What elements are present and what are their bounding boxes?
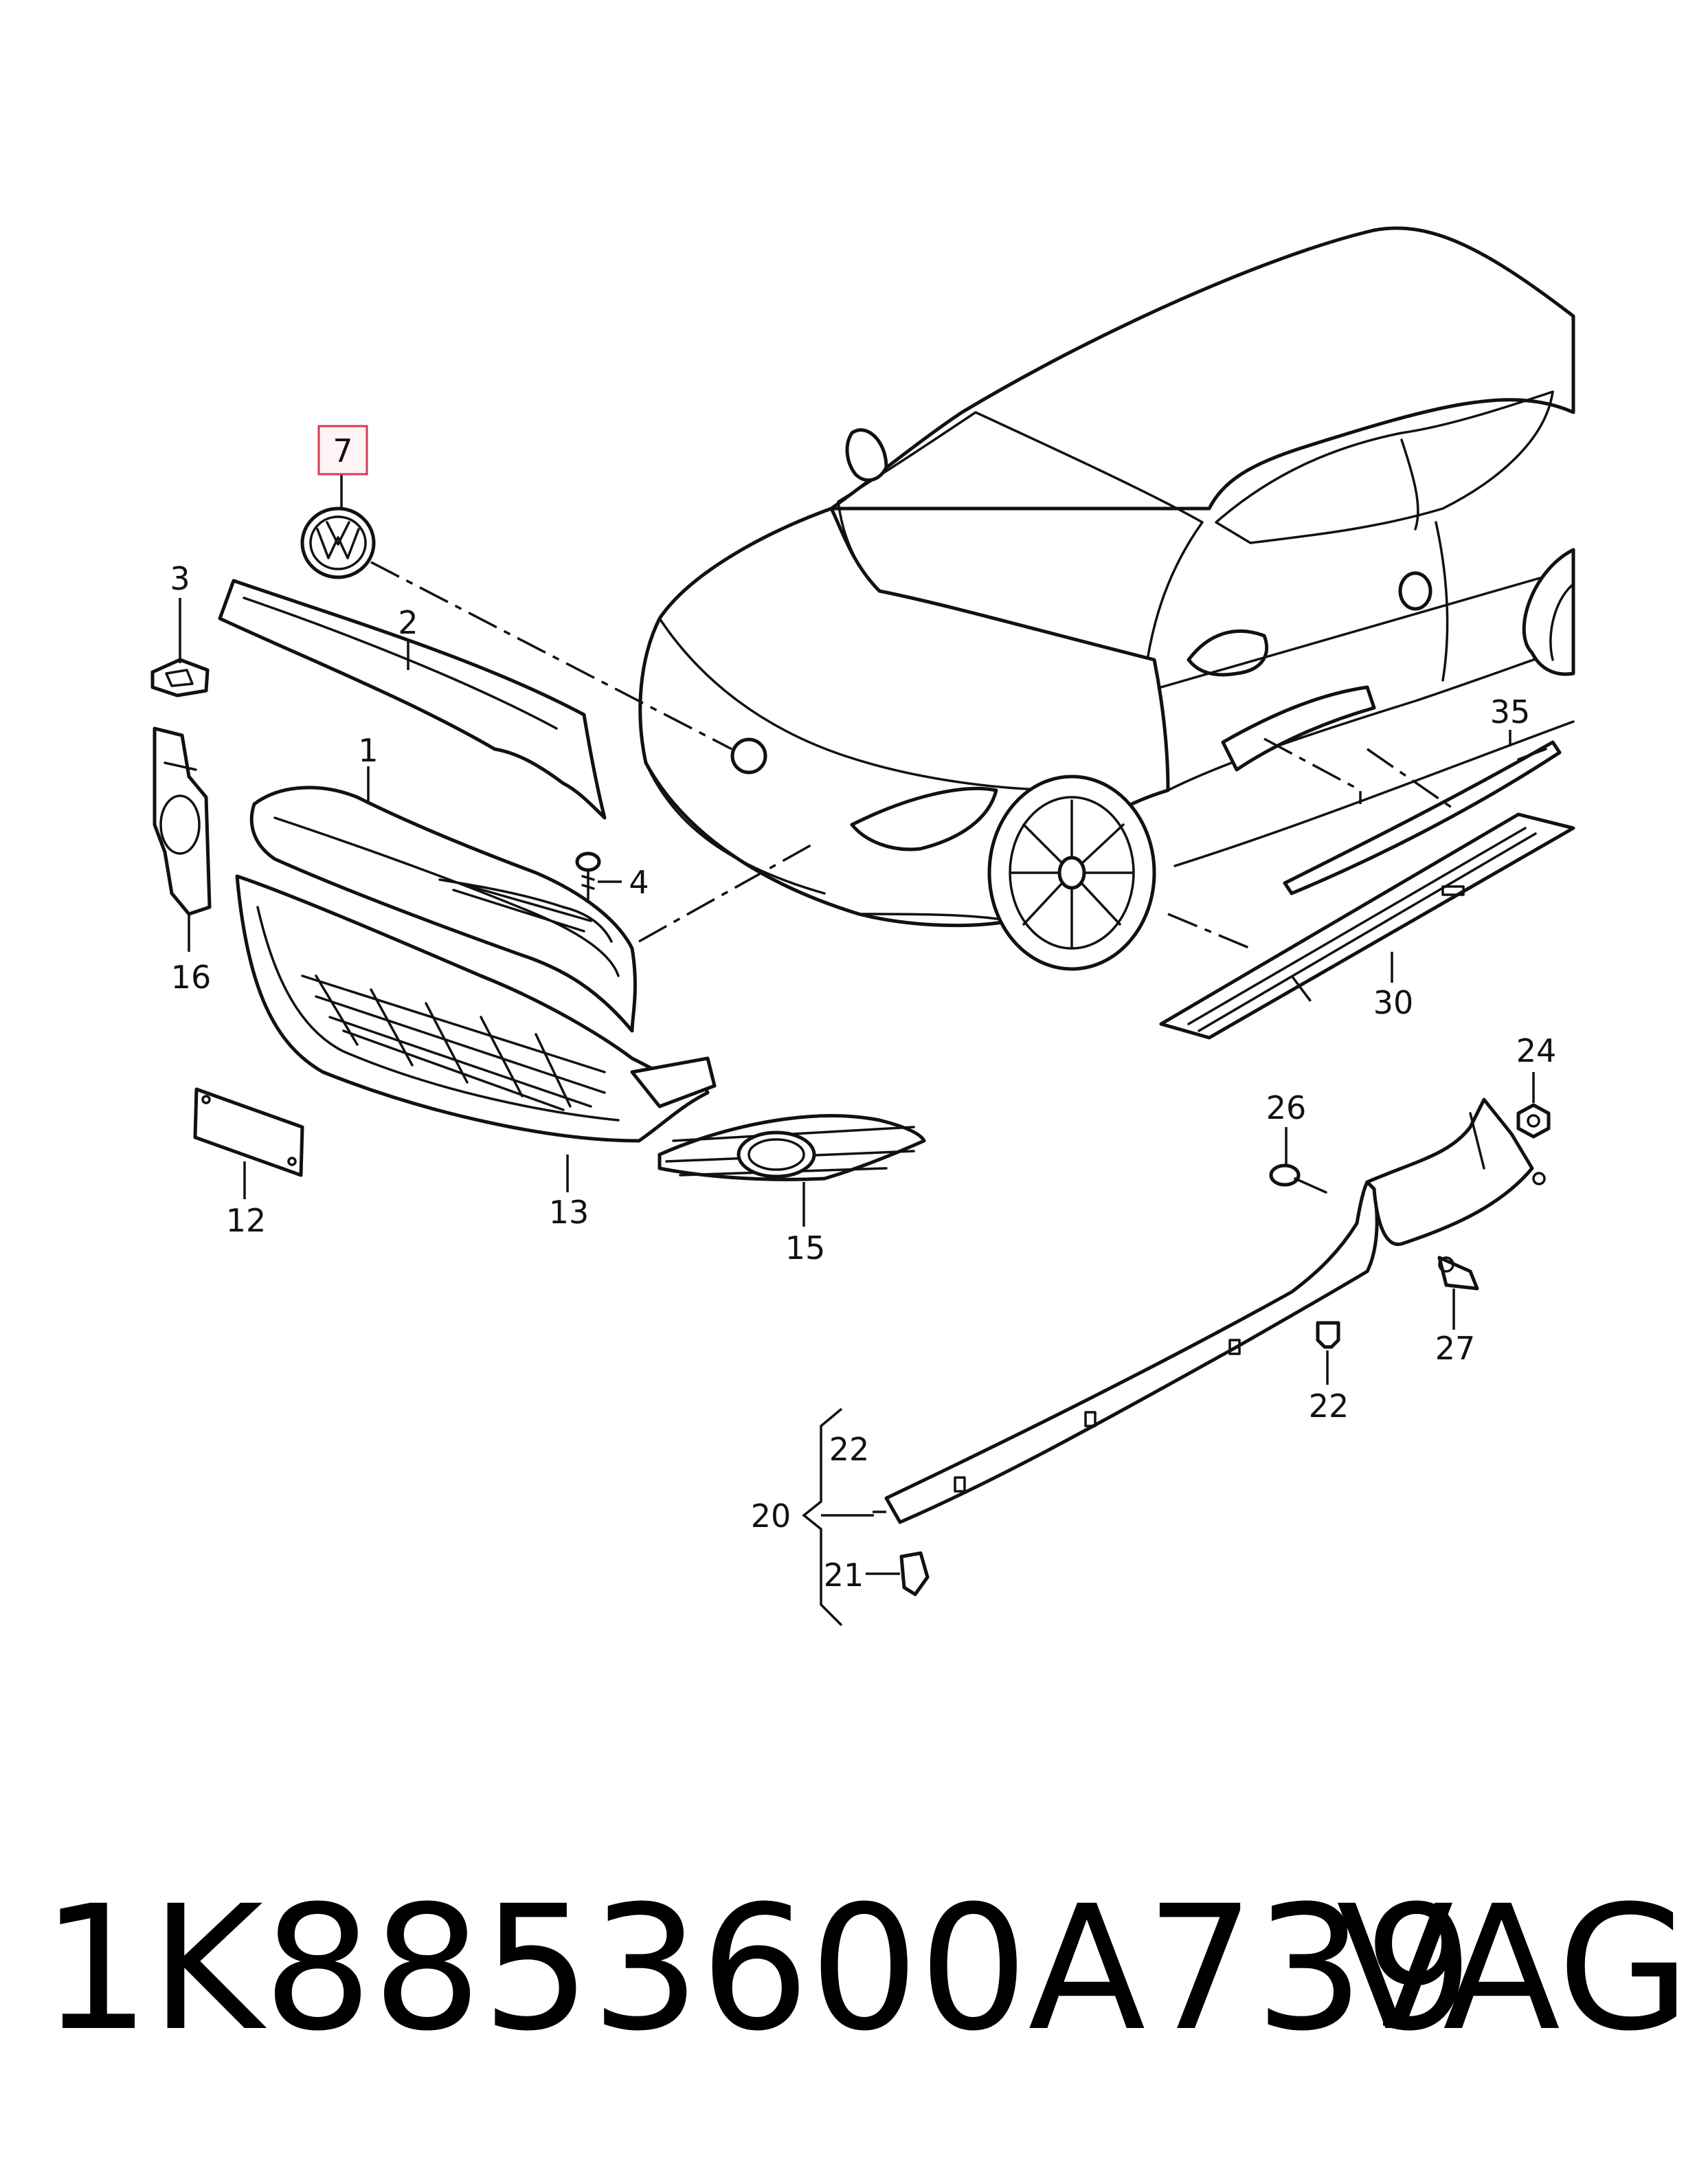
dashed-guide-lines bbox=[370, 561, 1457, 1005]
callout-35: 35 bbox=[1490, 693, 1531, 731]
callout-21: 21 bbox=[824, 1557, 864, 1594]
part-12-plate bbox=[193, 1087, 304, 1177]
callout-27: 27 bbox=[1435, 1330, 1476, 1367]
callout-7: 7 bbox=[333, 432, 352, 469]
part-22-clip bbox=[1316, 1321, 1340, 1349]
callout-22-left: 22 bbox=[829, 1431, 870, 1468]
callout-16: 16 bbox=[171, 959, 212, 996]
lower-grille-mesh bbox=[301, 974, 606, 1111]
callout-7-highlight bbox=[317, 425, 368, 476]
callout-22-right: 22 bbox=[1309, 1388, 1349, 1425]
part-1-grille-frame bbox=[249, 785, 637, 1033]
part-21-clip bbox=[899, 1551, 930, 1596]
callout-15: 15 bbox=[785, 1229, 826, 1267]
part-2-trim-strip bbox=[218, 579, 607, 820]
callout-labels: 7 2 3 1 4 16 12 13 15 35 30 24 26 27 22 … bbox=[170, 425, 1557, 1594]
callout-13: 13 bbox=[549, 1194, 589, 1231]
part-number-footer: 1K8853600A739 VAG bbox=[0, 1866, 1708, 2072]
brand-label: VAG bbox=[1336, 1869, 1691, 2069]
part-3-clip bbox=[150, 658, 210, 698]
part-15-fog-grille bbox=[658, 1114, 926, 1181]
badge-location-marker bbox=[730, 737, 767, 775]
callout-3: 3 bbox=[170, 560, 190, 597]
part-number: 1K8853600A739 bbox=[41, 1869, 1474, 2069]
car-body-illustration bbox=[638, 226, 1575, 971]
part-26-screw bbox=[1269, 1163, 1327, 1194]
part-7-vw-emblem bbox=[300, 506, 376, 579]
part-13-lower-grille bbox=[235, 874, 717, 1143]
callout-4: 4 bbox=[629, 864, 649, 901]
callout-12: 12 bbox=[226, 1202, 267, 1239]
part-4-screw bbox=[575, 851, 601, 900]
callout-20: 20 bbox=[751, 1497, 791, 1535]
part-30-sill-strip bbox=[1159, 812, 1575, 1040]
part-27-clip bbox=[1437, 1256, 1479, 1291]
part-35-sill-molding bbox=[1283, 740, 1562, 895]
part-24-nut bbox=[1516, 1103, 1551, 1139]
part-20-side-skirt bbox=[884, 1097, 1546, 1524]
leader-lines bbox=[179, 473, 1535, 1627]
callout-26: 26 bbox=[1266, 1089, 1307, 1126]
callout-24: 24 bbox=[1516, 1032, 1557, 1069]
callout-30: 30 bbox=[1373, 984, 1414, 1021]
part-16-side-bracket bbox=[153, 726, 212, 916]
callout-1: 1 bbox=[358, 732, 378, 769]
callout-2: 2 bbox=[398, 604, 418, 641]
